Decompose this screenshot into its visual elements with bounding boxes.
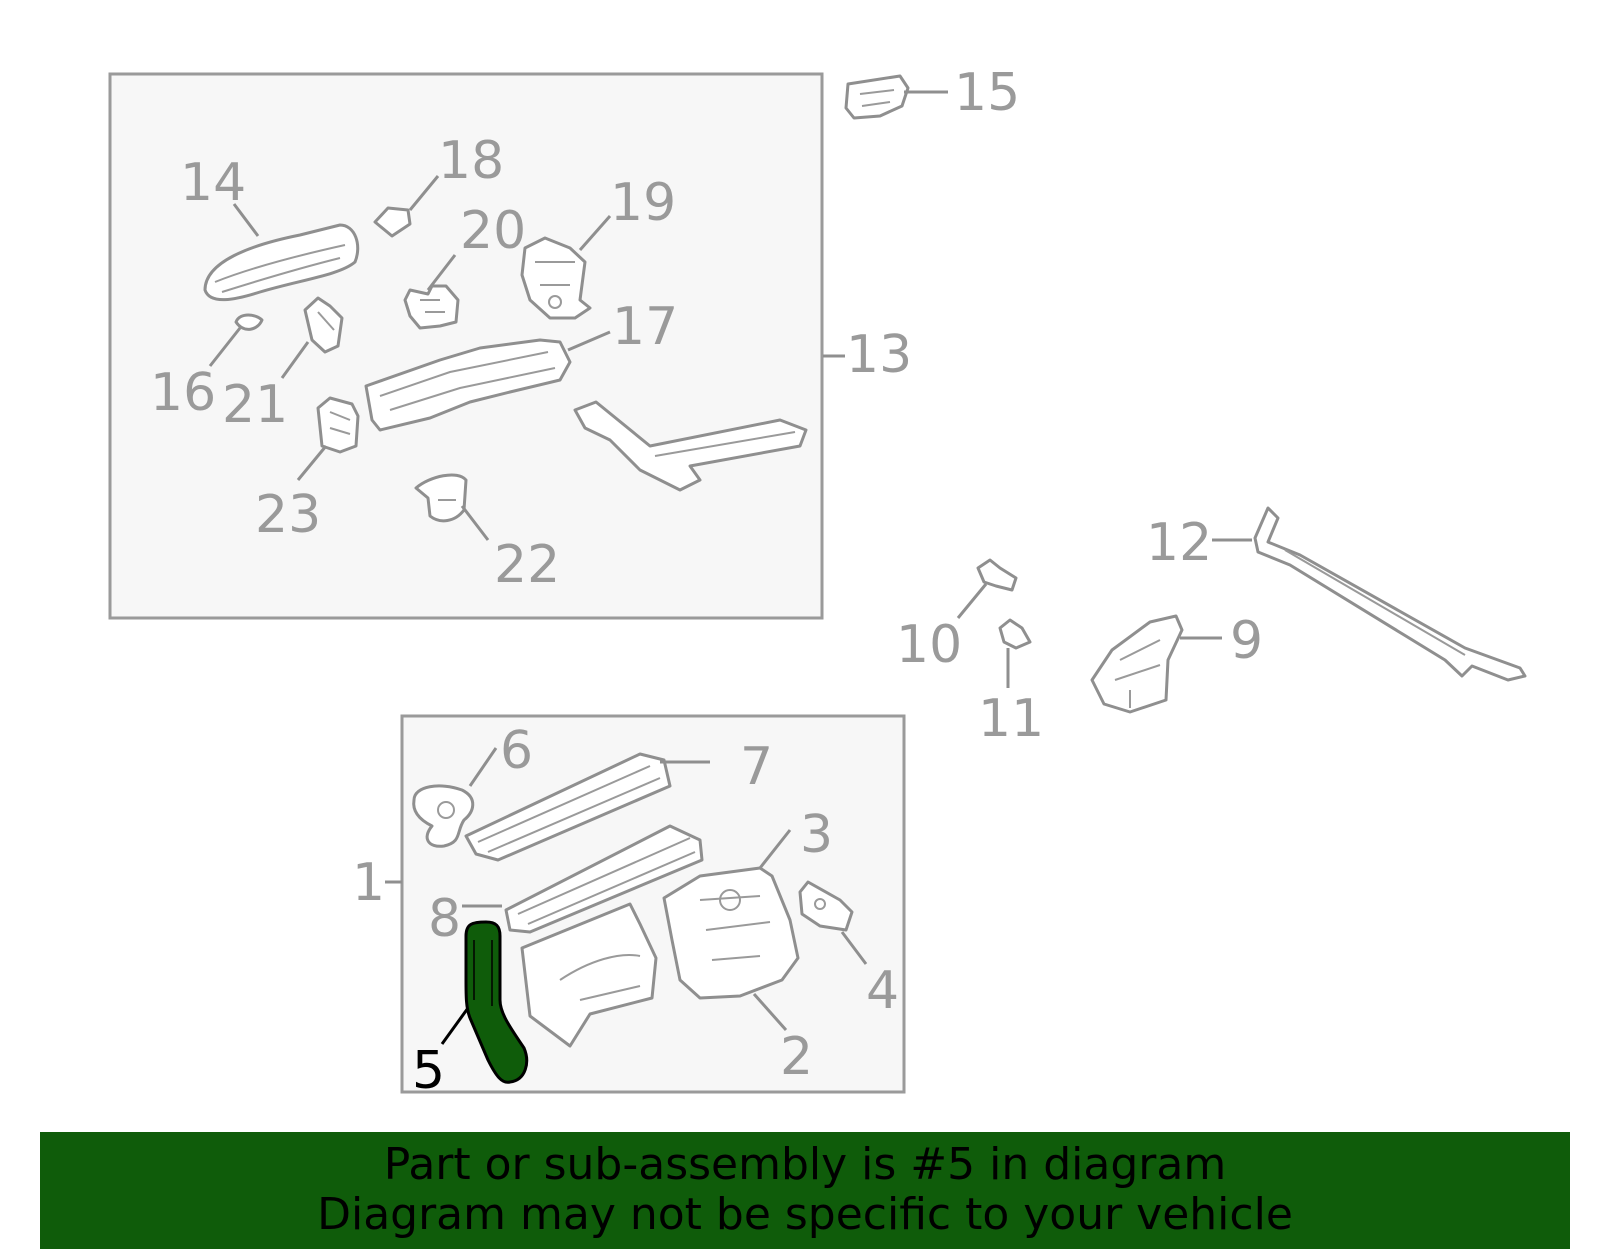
part-17[interactable]	[364, 338, 572, 432]
callout-22: 22	[494, 535, 560, 595]
callout-18: 18	[438, 131, 504, 191]
leader-10	[956, 583, 988, 619]
part-4[interactable]	[798, 880, 854, 932]
part-18[interactable]	[373, 206, 412, 238]
banner-line-2: Diagram may not be specific to your vehi…	[317, 1189, 1293, 1240]
part-23[interactable]	[316, 396, 360, 454]
assembly-box-13	[108, 72, 824, 620]
part-15[interactable]	[844, 74, 910, 120]
part-6[interactable]	[412, 784, 475, 848]
leader-18	[408, 175, 440, 211]
part-16[interactable]	[234, 313, 264, 331]
leader-6	[468, 747, 498, 787]
part-12[interactable]	[1253, 506, 1527, 682]
leader-4	[840, 931, 868, 965]
part-19[interactable]	[520, 236, 592, 320]
callout-21: 21	[222, 375, 288, 435]
callout-6: 6	[500, 721, 533, 781]
leader-19	[578, 215, 612, 251]
leader-5	[440, 1007, 470, 1045]
callout-17: 17	[612, 297, 678, 357]
callout-16: 16	[150, 363, 216, 423]
parts-diagram: 14 18 20 19 16 21 17 23	[108, 63, 1527, 1101]
part-14[interactable]	[203, 223, 360, 302]
part-5-highlighted[interactable]	[464, 920, 529, 1084]
leader-23	[296, 445, 328, 481]
leader-20	[426, 254, 457, 291]
part-8[interactable]	[504, 824, 704, 934]
callout-12: 12	[1146, 513, 1212, 573]
part-7[interactable]	[464, 752, 672, 862]
leader-14	[232, 203, 260, 237]
leader-22	[460, 505, 490, 541]
part-lower-panel[interactable]	[520, 902, 658, 1048]
callout-1: 1	[352, 853, 385, 913]
leader-16	[208, 327, 242, 367]
leader-2	[752, 993, 788, 1031]
part-11[interactable]	[998, 618, 1032, 650]
callout-8: 8	[428, 889, 461, 949]
callout-9: 9	[1230, 611, 1263, 671]
part-3[interactable]	[662, 866, 800, 1000]
part-side-rail[interactable]	[573, 400, 808, 492]
part-10[interactable]	[976, 558, 1018, 592]
callout-2: 2	[780, 1027, 813, 1087]
callout-10: 10	[896, 615, 962, 675]
callout-14: 14	[180, 153, 246, 213]
callout-13: 13	[846, 325, 912, 385]
callout-5: 5	[412, 1041, 445, 1101]
leader-21	[280, 341, 310, 379]
part-20[interactable]	[403, 284, 460, 330]
callout-23: 23	[255, 485, 321, 545]
callout-3: 3	[800, 805, 833, 865]
part-21[interactable]	[303, 296, 344, 354]
callout-4: 4	[866, 961, 899, 1021]
leader-17	[567, 330, 611, 352]
callout-20: 20	[460, 201, 526, 261]
callout-11: 11	[978, 689, 1044, 749]
callout-7: 7	[740, 737, 773, 797]
callout-15: 15	[954, 63, 1020, 123]
leader-3	[758, 829, 792, 869]
part-9[interactable]	[1090, 614, 1184, 714]
info-banner: Part or sub-assembly is #5 in diagram Di…	[40, 1132, 1570, 1249]
banner-line-1: Part or sub-assembly is #5 in diagram	[383, 1139, 1227, 1190]
callout-19: 19	[610, 173, 676, 233]
